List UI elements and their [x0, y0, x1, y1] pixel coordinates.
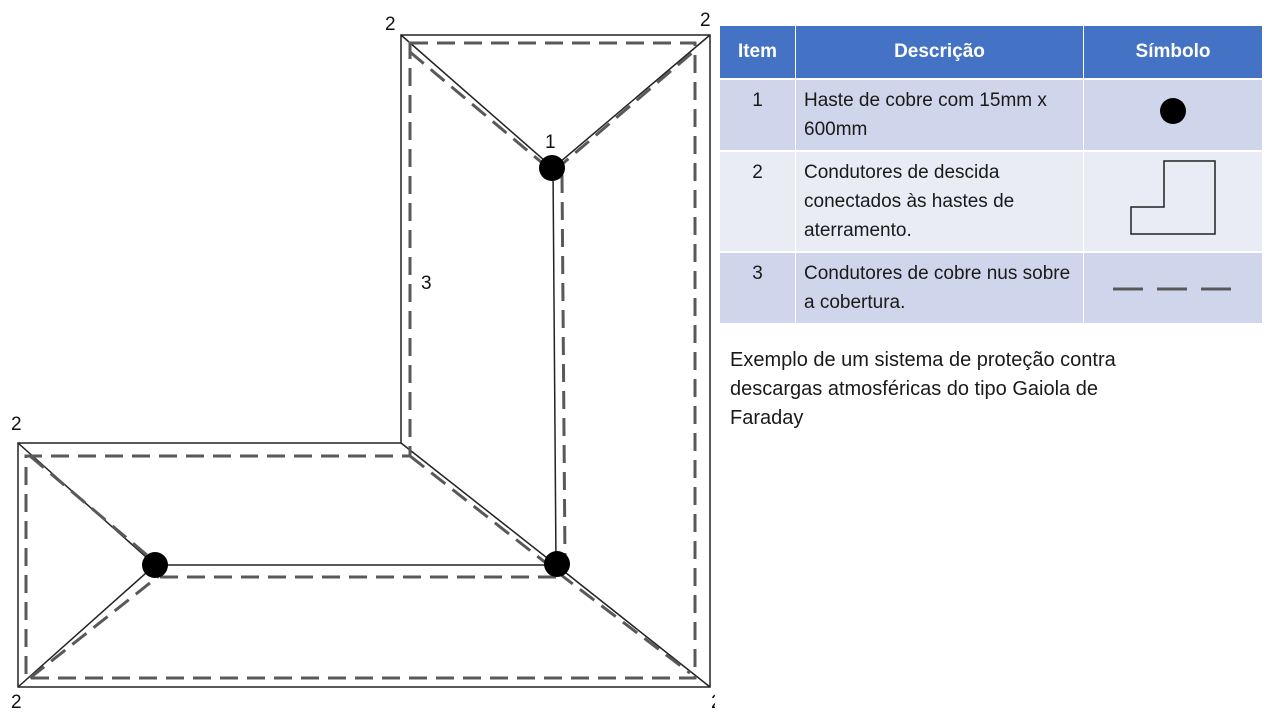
legend-table: Item Descrição Símbolo 1 Haste de cobre …: [719, 26, 1263, 323]
legend-description: Condutores de descida conectados às hast…: [795, 150, 1084, 252]
roof-conductors-dashed: [24, 41, 697, 680]
filled-circle-icon: [1160, 97, 1186, 124]
label-corner-top-right: 2: [700, 10, 711, 31]
label-corner-mid-left: 2: [11, 414, 22, 435]
legend-description: Haste de cobre com 15mm x 600mm: [795, 78, 1084, 151]
legend-symbol-cell: [1083, 251, 1263, 323]
header-symbol: Símbolo: [1083, 26, 1263, 79]
legend-row: 3 Condutores de cobre nus sobre a cobert…: [719, 251, 1263, 323]
diagram-caption: Exemplo de um sistema de proteção contra…: [730, 349, 1116, 429]
legend-description: Condutores de cobre nus sobre a cobertur…: [795, 251, 1084, 323]
label-corner-bottom-left: 2: [11, 692, 22, 713]
dashed-line-icon: [1113, 287, 1233, 290]
label-corner-top-left: 2: [385, 14, 396, 35]
label-rod: 1: [545, 132, 556, 153]
legend-item-number: 1: [719, 78, 796, 151]
legend-item-number: 2: [719, 150, 796, 252]
roof-plan-diagram: 2 2 2 2 2 1 3: [11, 10, 715, 713]
building-outline: [17, 34, 711, 688]
l-shape-icon: [1130, 160, 1216, 235]
ground-rod-right: [544, 551, 570, 577]
legend-row: 2 Condutores de descida conectados às ha…: [719, 150, 1263, 252]
legend-item-number: 3: [719, 251, 796, 323]
ground-rod-left: [142, 552, 168, 578]
header-description: Descrição: [795, 26, 1084, 79]
legend-row: 1 Haste de cobre com 15mm x 600mm: [719, 78, 1263, 151]
ground-rod-top: [539, 155, 565, 181]
legend-header-row: Item Descrição Símbolo: [719, 26, 1263, 79]
label-roof-conductor: 3: [421, 273, 432, 294]
header-item: Item: [719, 26, 796, 79]
legend-symbol-cell: [1083, 150, 1263, 252]
legend-symbol-cell: [1083, 78, 1263, 151]
roof-ridge-lines: [17, 34, 711, 688]
label-corner-bottom-right: 2: [711, 692, 715, 713]
